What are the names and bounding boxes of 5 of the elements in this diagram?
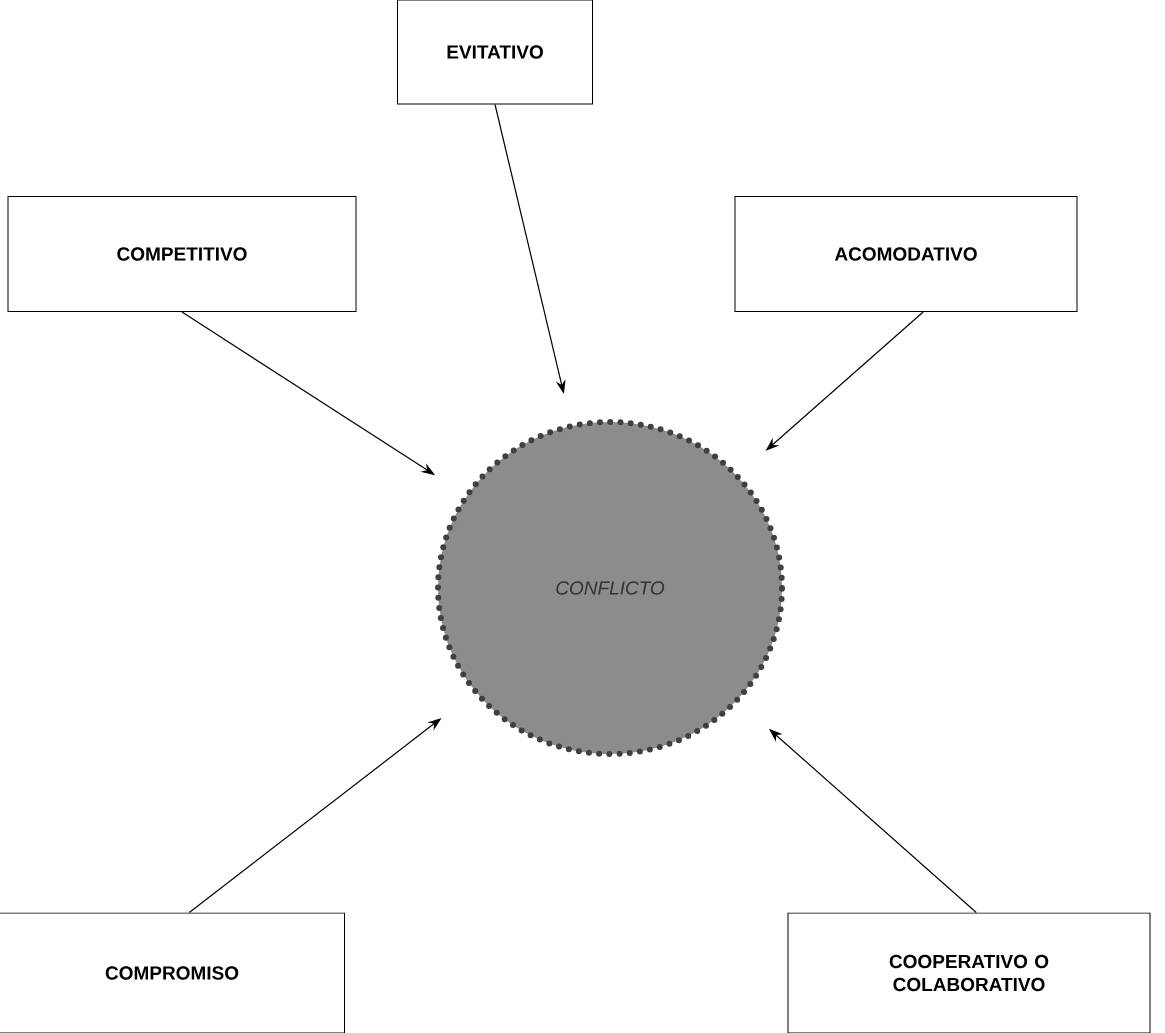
style-box: EVITATIVO <box>397 0 593 105</box>
style-box: COMPETITIVO <box>7 196 357 312</box>
style-box: COMPROMISO <box>0 912 345 1033</box>
style-box: COOPERATIVO O COLABORATIVO <box>787 912 1151 1033</box>
style-box: ACOMODATIVO <box>734 196 1078 312</box>
